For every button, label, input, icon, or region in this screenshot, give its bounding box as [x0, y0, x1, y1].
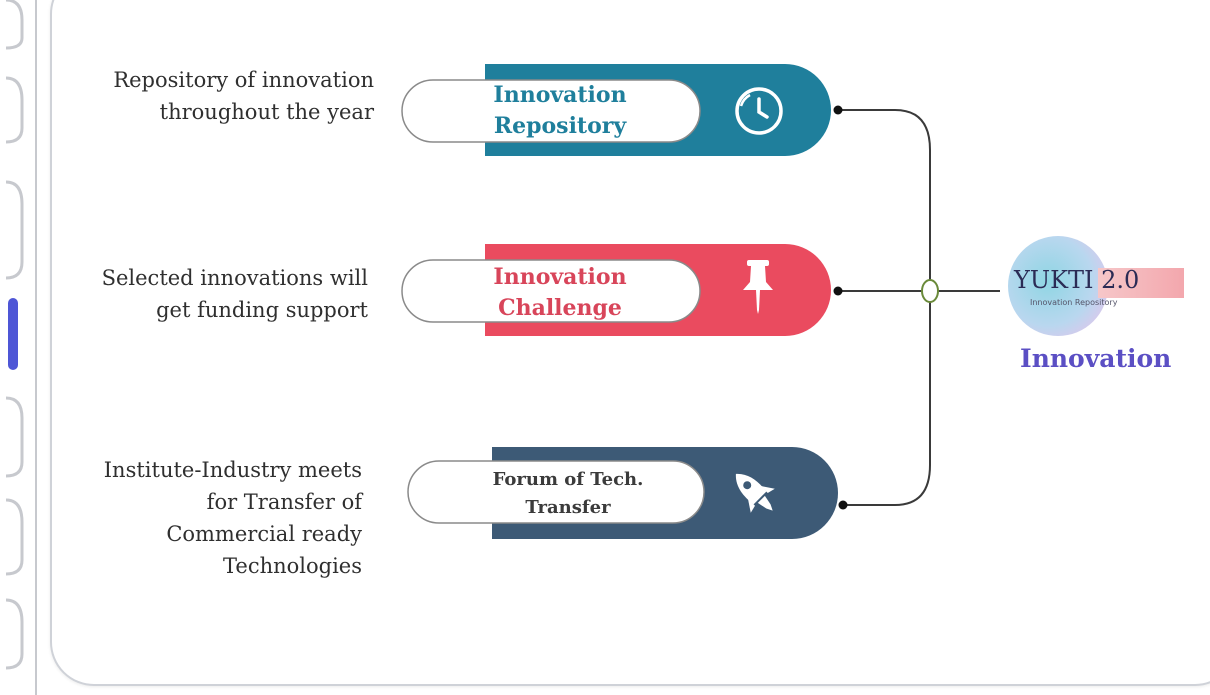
pushpin-icon	[743, 260, 773, 314]
logo-strip	[1098, 268, 1184, 298]
logo-name: YUKTI 2.0	[1014, 266, 1140, 294]
pill-label-challenge: Innovation Challenge	[493, 264, 627, 321]
rail-tab	[5, 498, 24, 576]
pill-label-forum: Forum of Tech. Transfer	[492, 469, 644, 518]
pill-inner	[401, 259, 701, 323]
rail-tab	[5, 396, 24, 478]
pill-inner	[401, 79, 701, 143]
rail-tab	[5, 0, 24, 50]
item-description-challenge: Selected innovations will get funding su…	[101, 266, 368, 322]
pill-inner	[407, 460, 705, 524]
logo-caption: Innovation	[1020, 344, 1172, 373]
connector-dot-bottom	[838, 500, 848, 510]
logo-subtitle: Innovation Repository	[1030, 298, 1118, 307]
rocket-icon	[735, 473, 775, 513]
rail-tab	[5, 180, 24, 280]
connector-bottom	[843, 300, 931, 506]
connector-junction-node	[921, 279, 939, 303]
clock-icon	[735, 87, 783, 135]
connector-dot-middle	[833, 286, 843, 296]
rail-tab	[5, 598, 24, 670]
connector-dot-top	[833, 105, 843, 115]
logo-circle	[1008, 236, 1108, 336]
connector-top	[838, 109, 931, 282]
rail-tab	[5, 76, 24, 144]
left-rail	[5, 0, 37, 695]
item-description-repository: Repository of innovation throughout the …	[113, 68, 374, 124]
rail-active-marker	[8, 298, 18, 370]
item-description-forum: Institute-Industry meets for Transfer of…	[103, 458, 362, 578]
pill-label-repository: Innovation Repository	[493, 82, 627, 139]
